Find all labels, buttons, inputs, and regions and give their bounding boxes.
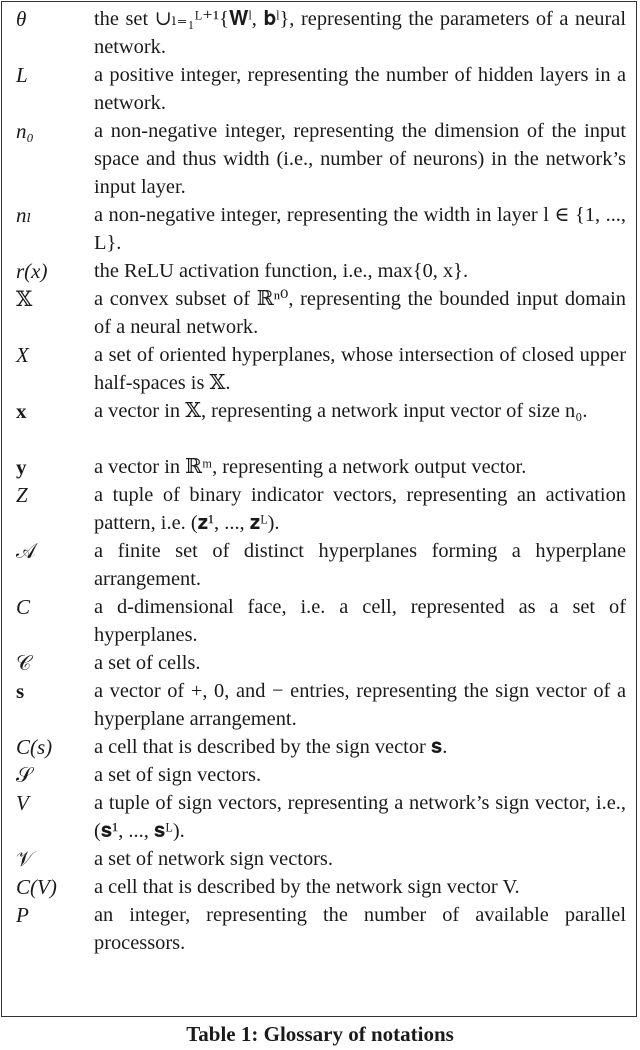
description: a convex subset of ℝⁿ⁰, representing the… — [94, 288, 626, 338]
description: a cell that is described by the sign vec… — [94, 736, 448, 758]
symbol: V — [16, 791, 29, 815]
description: a positive integer, representing the num… — [94, 64, 626, 114]
table-caption: Table 1: Glossary of notations — [186, 1022, 454, 1046]
symbol: 𝒱 — [16, 847, 34, 871]
description: a set of sign vectors. — [94, 764, 262, 786]
description: the ReLU activation function, i.e., max{… — [94, 260, 469, 282]
description: a cell that is described by the network … — [94, 876, 520, 898]
symbol: θ — [16, 7, 27, 31]
description: a set of oriented hyperplanes, whose int… — [94, 344, 626, 394]
description: a vector of +, 0, and − entries, represe… — [94, 680, 626, 730]
description: a set of network sign vectors. — [94, 848, 333, 870]
description: a vector in ℝᵐ, representing a network o… — [94, 456, 527, 478]
description: a non-negative integer, representing the… — [94, 120, 626, 198]
symbol: 𝒜 — [16, 539, 36, 563]
description: a tuple of sign vectors, representing a … — [94, 792, 626, 842]
symbol: C(V) — [16, 875, 57, 899]
symbol: nₗ — [16, 203, 32, 227]
symbol: 𝒮 — [16, 763, 33, 787]
description: a non-negative integer, representing the… — [94, 204, 626, 254]
description: a set of cells. — [94, 652, 201, 674]
symbol: L — [16, 63, 28, 87]
symbol: X — [16, 343, 29, 367]
symbol: s — [16, 679, 25, 703]
description: an integer, representing the number of a… — [94, 904, 626, 954]
description: a finite set of distinct hyperplanes for… — [94, 540, 626, 590]
symbol: C — [16, 595, 31, 619]
symbol: r(x) — [16, 259, 48, 283]
symbol: n₀ — [16, 119, 34, 143]
notation-table: θ the set ∪ₗ₌₁ᴸ⁺¹{𝐖ˡ, 𝐛ˡ}, representing … — [1, 1, 637, 1017]
description: the set ∪ₗ₌₁ᴸ⁺¹{𝐖ˡ, 𝐛ˡ}, representing th… — [94, 8, 626, 58]
symbol: x — [16, 399, 27, 423]
symbol: 𝒞 — [16, 651, 32, 675]
symbol: C(s) — [16, 735, 53, 759]
symbol: y — [16, 455, 27, 479]
symbol: 𝕏 — [16, 287, 33, 311]
symbol: P — [16, 903, 29, 927]
description: a tuple of binary indicator vectors, rep… — [94, 484, 626, 534]
description: a d-dimensional face, i.e. a cell, repre… — [94, 596, 626, 646]
symbol: Z — [16, 483, 28, 507]
description: a vector in 𝕏, representing a network in… — [94, 400, 588, 422]
